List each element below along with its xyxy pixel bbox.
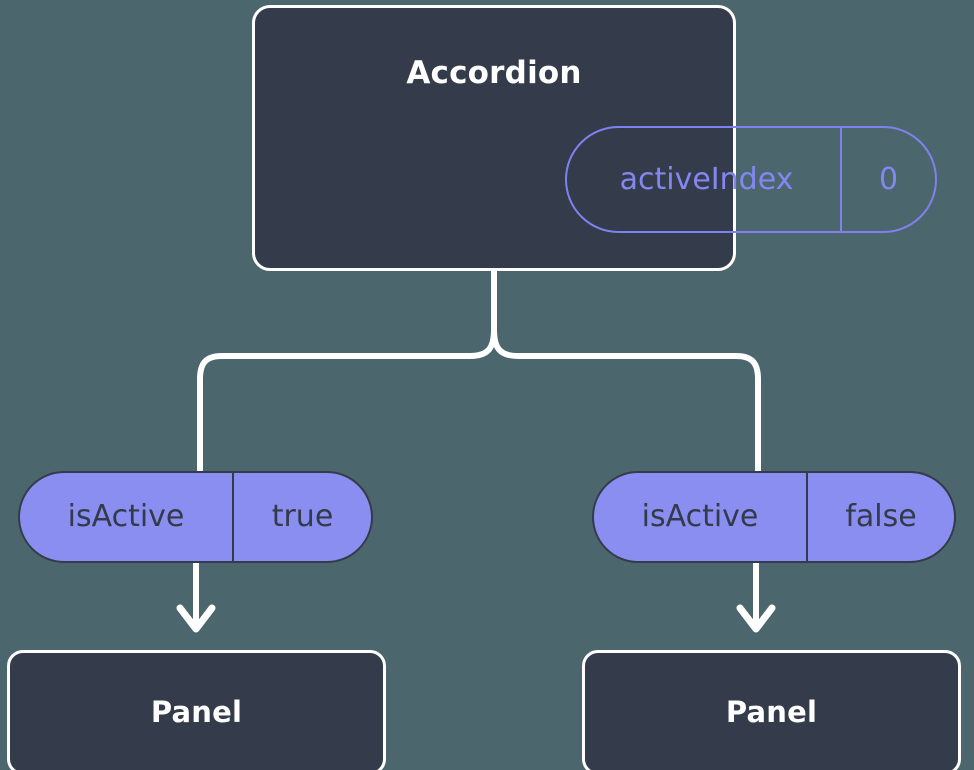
- accordion-component-card[interactable]: Accordion activeIndex 0: [252, 5, 937, 271]
- panel-component-card-right[interactable]: Panel: [582, 650, 961, 770]
- arrow-right-head: [736, 604, 776, 633]
- panel-title-left: Panel: [150, 695, 243, 729]
- arrow-left-head: [176, 604, 216, 633]
- active-index-state-chip[interactable]: activeIndex 0: [565, 126, 937, 233]
- pill-divider-left: [232, 473, 234, 561]
- panel-title-right: Panel: [725, 695, 818, 729]
- accordion-title: Accordion: [406, 55, 582, 91]
- prop-key-right: isActive: [641, 499, 759, 534]
- prop-value-left: true: [271, 499, 334, 534]
- prop-pill-is-active-false[interactable]: isActive false: [592, 471, 956, 563]
- fork-connector: [491, 268, 761, 474]
- chip-divider: [840, 128, 842, 231]
- active-index-value: 0: [878, 161, 899, 197]
- panel-component-card-left[interactable]: Panel: [7, 650, 386, 770]
- pill-divider-right: [806, 473, 808, 561]
- fork-connector-left: [197, 327, 497, 474]
- prop-value-right: false: [845, 499, 917, 534]
- prop-key-left: isActive: [67, 499, 185, 534]
- active-index-key: activeIndex: [619, 161, 794, 197]
- prop-pill-is-active-true[interactable]: isActive true: [18, 471, 373, 563]
